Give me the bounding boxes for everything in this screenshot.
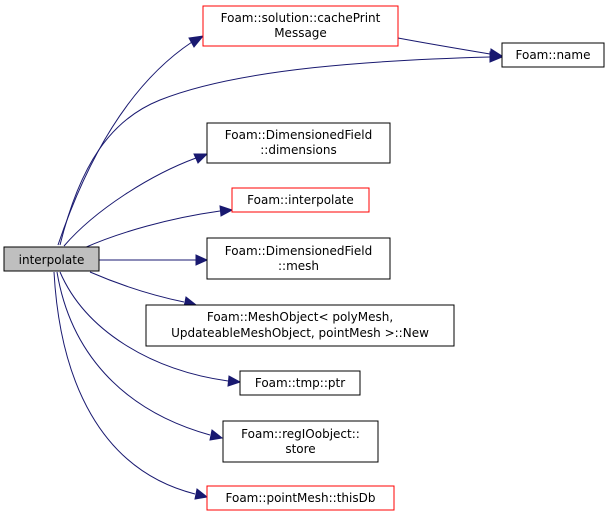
node-interpolate-root[interactable]: interpolate xyxy=(3,246,100,272)
edge-interpolate-to-cacheprint xyxy=(57,41,193,246)
arrowhead-interpolate2 xyxy=(219,205,234,217)
edge-cacheprint-to-name xyxy=(397,37,491,55)
edge-interpolate-to-name xyxy=(59,56,491,246)
node-cacheprint-line-2: Message xyxy=(274,26,327,40)
arrowhead-thisdb xyxy=(194,488,209,500)
node-dimensions[interactable]: Foam::DimensionedField ::dimensions xyxy=(206,122,391,164)
edge-interpolate-to-dimensions xyxy=(63,157,197,247)
node-ptr[interactable]: Foam::tmp::ptr xyxy=(239,370,361,396)
arrowhead-mesh xyxy=(195,254,209,266)
arrowhead-ptr xyxy=(227,375,242,387)
node-ptr-label: Foam::tmp::ptr xyxy=(255,376,345,390)
node-interpolate-root-label: interpolate xyxy=(19,253,85,267)
node-dimensions-line-1: Foam::DimensionedField xyxy=(225,128,372,142)
node-store-line-1: Foam::regIOobject:: xyxy=(241,427,360,441)
node-store[interactable]: Foam::regIOobject:: store xyxy=(222,420,379,463)
node-dimensions-line-2: ::dimensions xyxy=(260,143,337,157)
edge-interpolate-to-thisdb xyxy=(53,271,196,495)
node-new[interactable]: Foam::MeshObject< polyMesh, UpdateableMe… xyxy=(145,304,455,347)
node-interpolate2-label: Foam::interpolate xyxy=(247,193,354,207)
node-name[interactable]: Foam::name xyxy=(501,42,605,68)
node-thisdb[interactable]: Foam::pointMesh::thisDb xyxy=(206,485,395,511)
node-new-line-2: UpdateableMeshObject, pointMesh >::New xyxy=(171,326,429,340)
arrowhead-cacheprint xyxy=(188,35,205,48)
node-mesh-line-2: ::mesh xyxy=(278,259,319,273)
edge-interpolate-to-interpolate2 xyxy=(83,210,221,249)
node-store-line-2: store xyxy=(285,442,315,456)
node-interpolate2[interactable]: Foam::interpolate xyxy=(231,187,370,213)
edge-interpolate-to-ptr xyxy=(59,271,229,382)
node-cacheprint[interactable]: Foam::solution::cachePrint Message xyxy=(202,5,399,47)
arrowhead-dimensions xyxy=(193,153,209,164)
node-name-label: Foam::name xyxy=(516,48,591,62)
edge-interpolate-to-new xyxy=(89,271,185,303)
node-mesh[interactable]: Foam::DimensionedField ::mesh xyxy=(206,237,391,280)
node-thisdb-label: Foam::pointMesh::thisDb xyxy=(226,491,376,505)
node-cacheprint-line-1: Foam::solution::cachePrint xyxy=(221,11,381,25)
arrowhead-name-from-cacheprint xyxy=(489,48,504,60)
node-new-line-1: Foam::MeshObject< polyMesh, xyxy=(207,310,393,324)
arrowhead-store xyxy=(209,429,224,441)
edges xyxy=(53,35,504,500)
node-mesh-line-1: Foam::DimensionedField xyxy=(225,244,372,258)
edge-interpolate-to-store xyxy=(56,271,211,436)
